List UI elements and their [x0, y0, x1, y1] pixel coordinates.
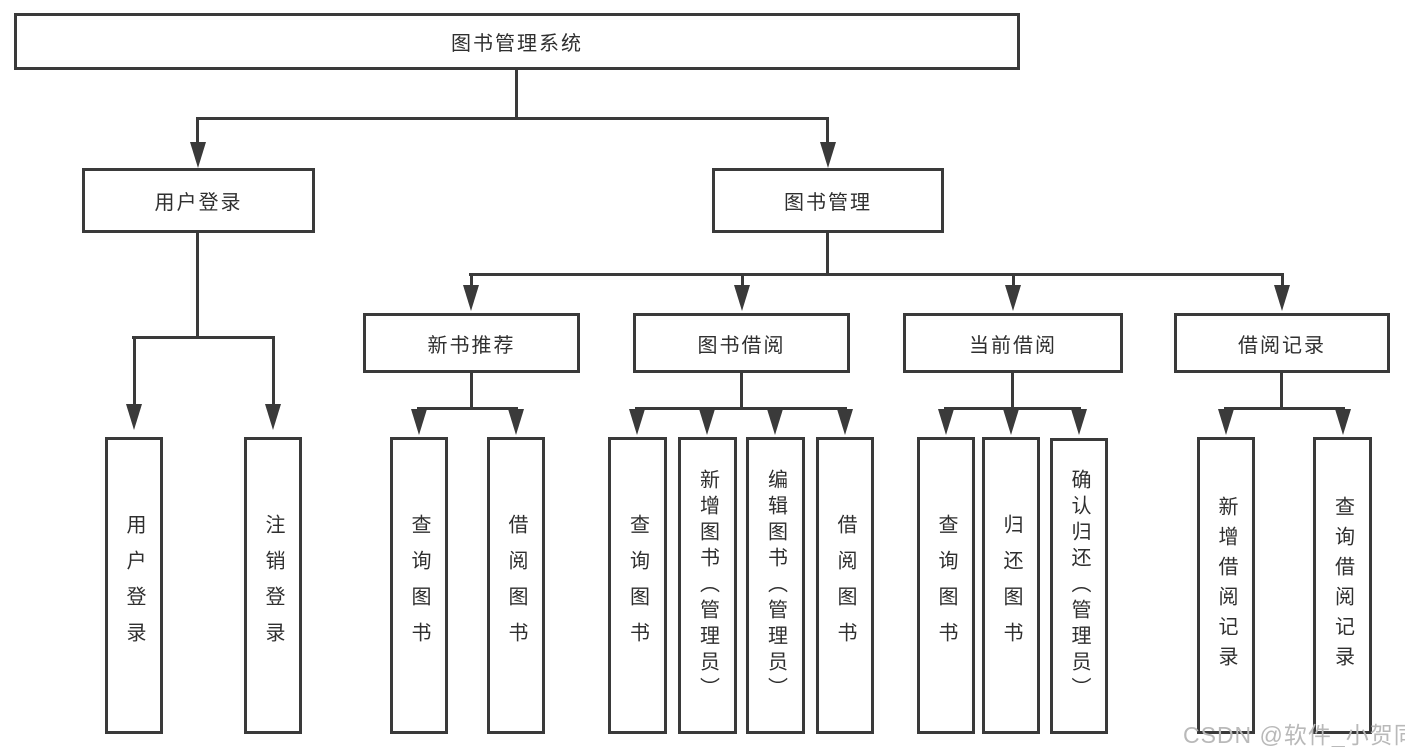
node-book-borrowing: 图书借阅	[633, 313, 850, 373]
arrowhead-down-icon	[767, 409, 783, 435]
node-label: 查询图书	[408, 513, 430, 658]
connector-line	[470, 373, 473, 410]
connector-line	[515, 70, 518, 120]
connector-line	[826, 233, 829, 276]
node-label: 确认归还（管理员）	[1068, 469, 1090, 703]
connector-line	[944, 407, 1081, 410]
node-label: 查询借阅记录	[1331, 495, 1354, 676]
connector-line	[417, 407, 518, 410]
connector-line	[1280, 373, 1283, 410]
connector-line	[1224, 407, 1345, 410]
node-label: 当前借阅	[969, 334, 1057, 357]
arrowhead-down-icon	[629, 409, 645, 435]
connector-line	[196, 118, 199, 144]
leaf-return-books: 归还图书	[982, 437, 1040, 734]
node-label: 图书管理系统	[451, 33, 583, 55]
csdn-watermark: CSDN @软件_小贺同学	[1183, 722, 1405, 747]
node-label: 编辑图书（管理员）	[764, 468, 787, 703]
arrowhead-down-icon	[820, 142, 836, 168]
leaf-confirm-return-admin: 确认归还（管理员）	[1050, 438, 1108, 734]
arrowhead-down-icon	[1274, 285, 1290, 311]
node-label: 新增图书（管理员）	[696, 468, 719, 703]
connector-line	[1012, 276, 1015, 288]
node-new-book-recommend: 新书推荐	[363, 313, 580, 373]
arrowhead-down-icon	[837, 409, 853, 435]
node-label: 注销登录	[262, 513, 284, 658]
node-label: 新书推荐	[427, 334, 516, 357]
connector-line	[741, 276, 744, 288]
node-label: 图书管理	[784, 192, 872, 214]
node-label: 借阅图书	[834, 513, 856, 658]
leaf-add-borrow-record: 新增借阅记录	[1197, 437, 1255, 734]
arrowhead-down-icon	[938, 409, 954, 435]
arrowhead-down-icon	[265, 404, 281, 430]
leaf-user-login: 用户登录	[105, 437, 163, 734]
leaf-query-books-current: 查询图书	[917, 437, 975, 734]
leaf-edit-books-admin: 编辑图书（管理员）	[746, 437, 805, 734]
leaf-add-books-admin: 新增图书（管理员）	[678, 437, 737, 734]
connector-line	[196, 233, 199, 339]
arrowhead-down-icon	[1005, 285, 1021, 311]
leaf-query-books-borrowing: 查询图书	[608, 437, 667, 734]
node-library-management-system: 图书管理系统	[14, 13, 1020, 70]
leaf-logout: 注销登录	[244, 437, 302, 734]
connector-line	[469, 273, 1284, 276]
connector-line	[1011, 373, 1014, 410]
arrowhead-down-icon	[126, 404, 142, 430]
connector-line	[1281, 276, 1284, 288]
connector-line	[826, 118, 829, 144]
node-label: 用户登录	[123, 513, 145, 658]
arrowhead-down-icon	[463, 285, 479, 311]
node-label: 归还图书	[1000, 513, 1022, 658]
leaf-query-borrow-record: 查询借阅记录	[1313, 437, 1372, 734]
node-user-login: 用户登录	[82, 168, 315, 233]
connector-line	[132, 336, 275, 339]
arrowhead-down-icon	[734, 285, 750, 311]
arrowhead-down-icon	[411, 409, 427, 435]
node-label: 图书借阅	[697, 334, 786, 357]
leaf-borrow-books: 借阅图书	[816, 437, 874, 734]
node-borrow-records: 借阅记录	[1174, 313, 1390, 373]
leaf-query-books-recommend: 查询图书	[390, 437, 448, 734]
node-label: 新增借阅记录	[1215, 495, 1237, 676]
node-label: 用户登录	[154, 192, 243, 214]
connector-line	[635, 407, 847, 410]
node-label: 查询图书	[935, 513, 957, 658]
leaf-borrow-books-recommend: 借阅图书	[487, 437, 545, 734]
arrowhead-down-icon	[1335, 409, 1351, 435]
connector-line	[133, 339, 136, 406]
node-label: 借阅记录	[1238, 334, 1326, 357]
arrowhead-down-icon	[1003, 409, 1019, 435]
connector-line	[470, 276, 473, 288]
arrowhead-down-icon	[699, 409, 715, 435]
node-current-borrowing: 当前借阅	[903, 313, 1123, 373]
arrowhead-down-icon	[508, 409, 524, 435]
connector-line	[740, 373, 743, 410]
connector-line	[196, 117, 829, 120]
node-label: 借阅图书	[505, 513, 527, 658]
connector-line	[272, 339, 275, 406]
arrowhead-down-icon	[1218, 409, 1234, 435]
node-book-management: 图书管理	[712, 168, 944, 233]
node-label: 查询图书	[626, 513, 649, 658]
arrowhead-down-icon	[190, 142, 206, 168]
arrowhead-down-icon	[1071, 409, 1087, 435]
